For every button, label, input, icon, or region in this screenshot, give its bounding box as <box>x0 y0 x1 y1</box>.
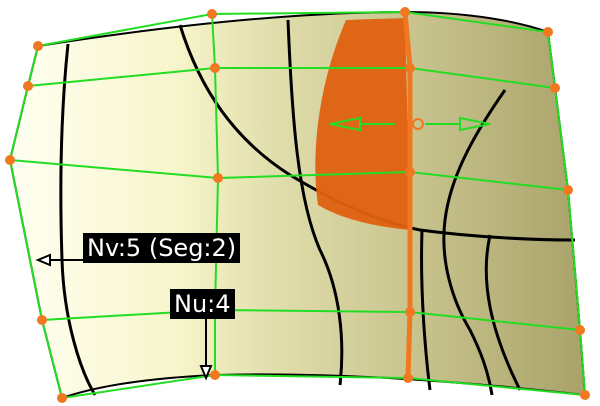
control-point <box>213 173 223 183</box>
iso-curve-right-b <box>484 234 522 391</box>
control-point <box>405 307 415 317</box>
mesh-row-1 <box>37 10 549 47</box>
control-point <box>403 373 413 383</box>
control-point <box>5 155 15 165</box>
control-point <box>37 315 47 325</box>
iso-curve-right-a <box>442 89 507 396</box>
iso-curve-inner <box>420 229 432 391</box>
iso-curve-mid <box>286 19 344 386</box>
control-point <box>580 390 590 400</box>
mesh-row-3 <box>9 159 569 191</box>
control-point <box>207 9 217 19</box>
control-point <box>33 41 43 51</box>
mesh-row-5 <box>61 373 586 399</box>
nv-segment-label: Nv:5 (Seg:2) <box>83 233 241 263</box>
control-point <box>563 185 573 195</box>
control-point <box>210 370 220 380</box>
iso-curve-left <box>59 43 97 396</box>
mesh-row-4 <box>41 308 581 331</box>
callout-arrow-icon <box>35 253 213 381</box>
control-point <box>23 81 33 91</box>
control-point <box>210 63 220 73</box>
control-points[interactable] <box>5 7 590 403</box>
control-point <box>575 325 585 335</box>
control-point <box>550 83 560 93</box>
control-point <box>57 393 67 403</box>
mesh-row-2 <box>27 67 556 89</box>
control-point <box>400 7 410 17</box>
control-point <box>543 27 553 37</box>
control-point <box>405 63 415 73</box>
control-point <box>405 167 415 177</box>
nu-label: Nu:4 <box>170 289 235 319</box>
double-arrow-horizontal-icon[interactable] <box>329 116 491 132</box>
